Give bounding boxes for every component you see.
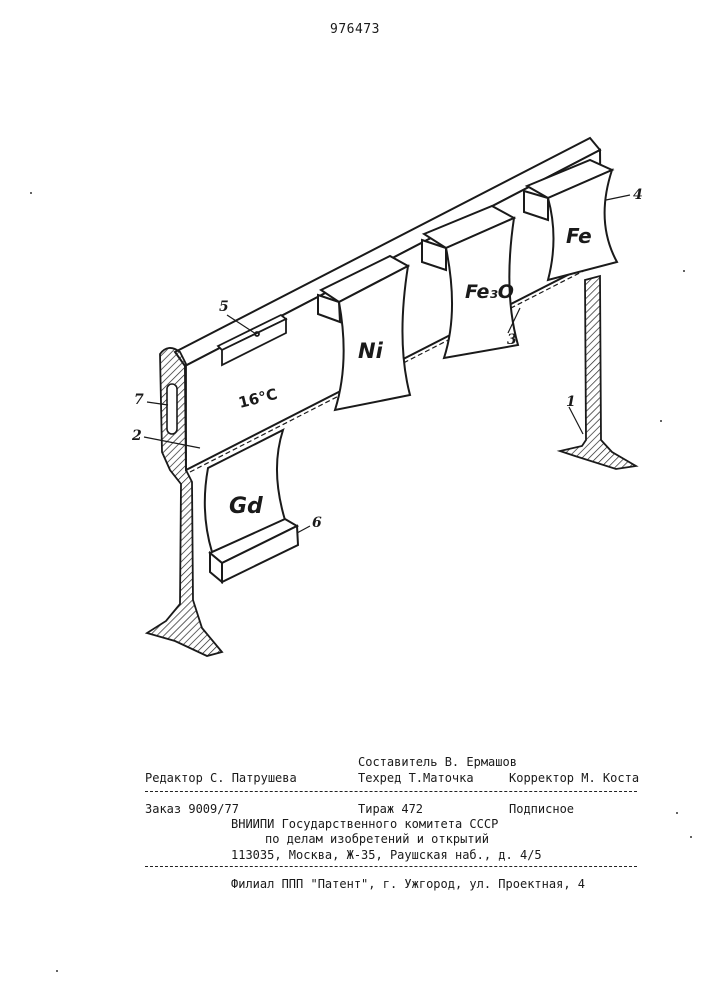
imprint-rule-bottom: [145, 866, 637, 867]
imprint-proofreader: Корректор М. Коста: [509, 771, 639, 785]
imprint-branch: Филиал ППП "Патент", г. Ужгород, ул. Про…: [231, 877, 585, 891]
imprint-compiler: Составитель В. Ермашов: [358, 755, 517, 769]
imprint-rule-top: [145, 791, 637, 792]
imprint-editor: Редактор С. Патрушева: [145, 771, 297, 785]
scan-speck: [56, 970, 58, 972]
imprint-circulation: Тираж 472: [358, 802, 423, 816]
scan-speck: [676, 812, 678, 814]
scan-speck: [683, 270, 685, 272]
imprint-subscription: Подписное: [509, 802, 574, 816]
scan-speck: [30, 192, 32, 194]
imprint-institute-line2: по делам изобретений и открытий: [265, 832, 489, 846]
imprint-tech-editor: Техред Т.Маточка: [358, 771, 474, 785]
imprint-institute-line1: ВНИИПИ Государственного комитета СССР: [231, 817, 498, 831]
imprint-order: Заказ 9009/77: [145, 802, 239, 816]
scan-speck: [690, 836, 692, 838]
scan-speck: [660, 420, 662, 422]
imprint-address: 113035, Москва, Ж-35, Раушская наб., д. …: [231, 848, 542, 862]
